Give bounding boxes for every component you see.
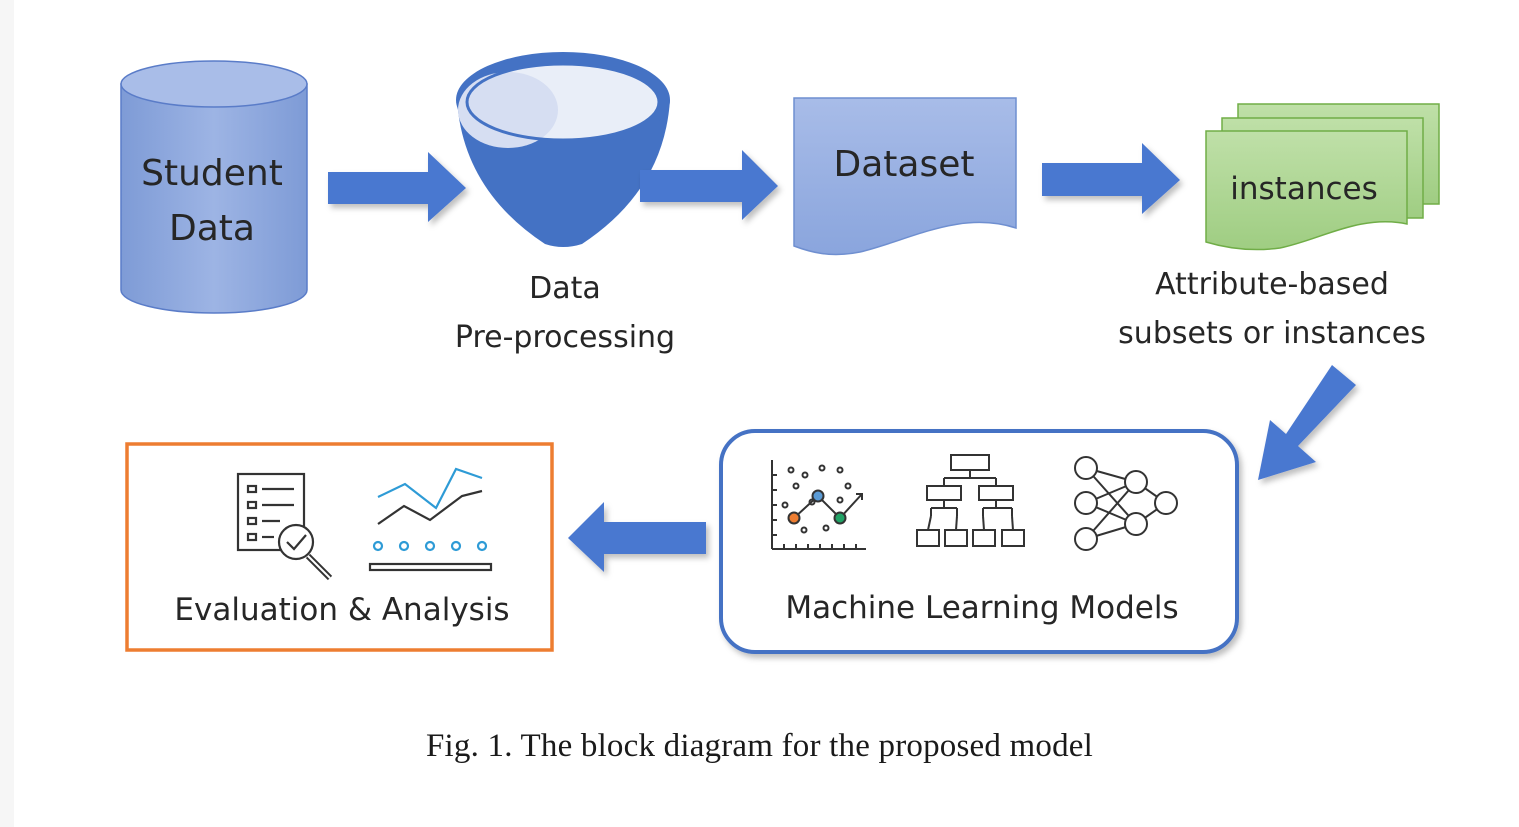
evaluation-box: Evaluation & Analysis — [125, 442, 554, 652]
scatter-plot-icon — [771, 460, 866, 550]
arrow-student-to-preprocessing — [328, 152, 466, 222]
hierarchy-tree-icon — [916, 454, 1025, 547]
arrow-ml-to-evaluation — [568, 502, 706, 572]
student-data-label-line2: Data — [169, 208, 255, 249]
dataset-label: Dataset — [834, 144, 975, 185]
preprocessing-funnel — [456, 52, 670, 247]
arrow-dataset-to-instances — [1042, 143, 1180, 214]
evaluation-label: Evaluation & Analysis — [174, 592, 509, 628]
ml-models-label: Machine Learning Models — [785, 590, 1178, 626]
instances-stack: instances — [1205, 103, 1440, 251]
student-data-label-line1: Student — [141, 153, 283, 194]
checklist-magnifier-icon — [236, 472, 333, 581]
figure-caption: Fig. 1. The block diagram for the propos… — [425, 728, 1094, 764]
ml-models-box: Machine Learning Models — [719, 429, 1239, 654]
block-diagram: Student Data Data Pre-processing Dataset — [120, 52, 1440, 654]
student-data-cylinder: Student Data — [120, 60, 308, 314]
instances-label: instances — [1230, 171, 1377, 207]
dataset-document: Dataset — [793, 97, 1017, 256]
arrow-preprocessing-to-dataset — [640, 150, 778, 220]
left-margin-strip — [0, 0, 14, 827]
preprocessing-label-line1: Data — [529, 271, 601, 306]
neural-network-icon — [1074, 456, 1178, 551]
instances-caption-line2: subsets or instances — [1118, 316, 1426, 351]
arrow-instances-to-ml — [1258, 365, 1356, 480]
line-trend-chart-icon — [368, 467, 493, 572]
instances-caption-line1: Attribute-based — [1155, 267, 1389, 302]
preprocessing-label-line2: Pre-processing — [455, 320, 675, 355]
